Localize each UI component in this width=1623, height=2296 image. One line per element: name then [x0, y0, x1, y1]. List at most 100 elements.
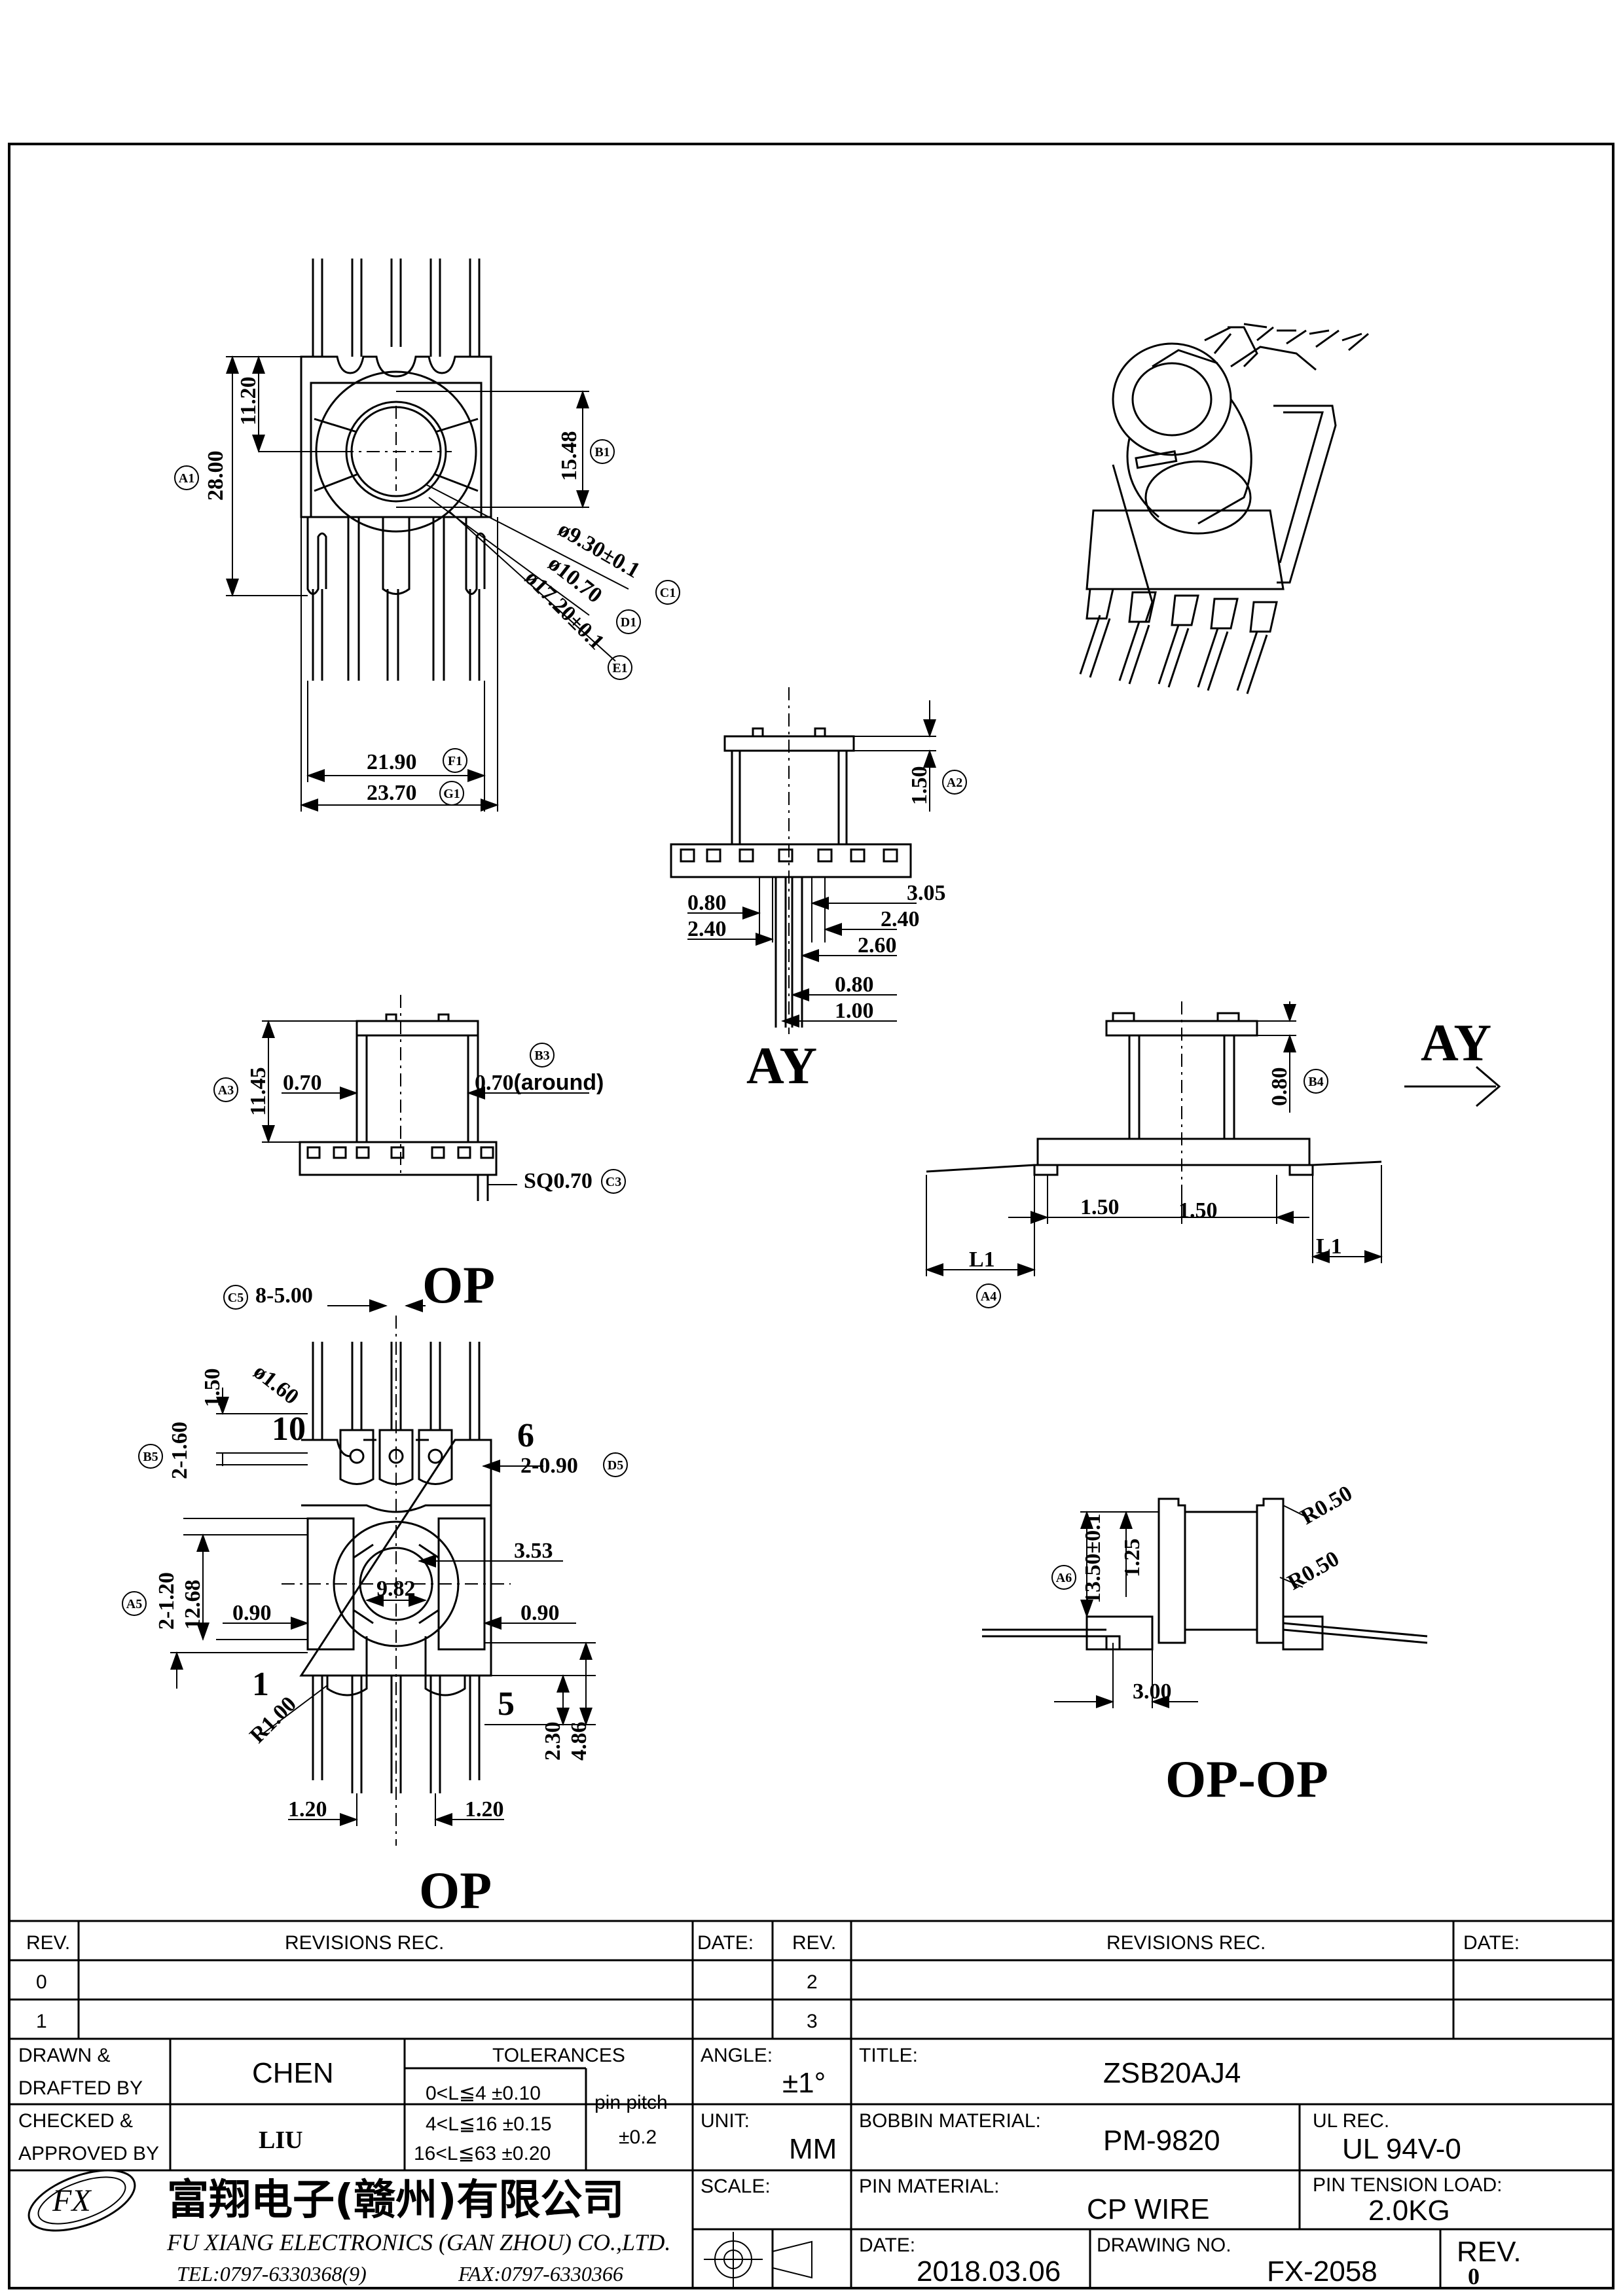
title-label: TITLE: [859, 2045, 918, 2066]
side-view-a3 [262, 995, 589, 1201]
fx-logo-icon [27, 2169, 136, 2232]
dim-g1: 23.70 [367, 781, 417, 805]
rev-2: 2 [807, 1971, 818, 1993]
angle-label: ANGLE: [701, 2045, 773, 2066]
dim-240l: 2.40 [687, 917, 727, 941]
pin-tension-value: 2.0KG [1368, 2195, 1450, 2227]
pin-1-label: 1 [252, 1666, 269, 1703]
rev-header-2: REV. [792, 1932, 836, 1954]
ul-rec-value: UL 94V-0 [1342, 2133, 1461, 2165]
dim-l1a: L1 [969, 1247, 995, 1272]
svg-text:C3: C3 [606, 1175, 621, 1189]
tolerance-row-1: 0<L≦4 ±0.10 [426, 2083, 541, 2104]
dim-a3: 11.45 [246, 1067, 270, 1116]
dim-090r: 0.90 [520, 1601, 560, 1625]
dim-a2: 1.50 [907, 766, 932, 806]
unit-value: MM [789, 2133, 837, 2165]
dim-090l: 0.90 [232, 1601, 272, 1625]
svg-text:D1: D1 [621, 615, 636, 630]
pin-material-value: CP WIRE [1087, 2193, 1209, 2225]
dim-100: 1.00 [835, 999, 874, 1023]
dim-300: 3.00 [1133, 1679, 1172, 1704]
callout-a2: A2 [942, 770, 967, 795]
revisions-header-2: REVISIONS REC. [1106, 1932, 1266, 1954]
dim-150v: 1.50 [200, 1369, 225, 1408]
view-label-ay-arrow: AY [1421, 1014, 1491, 1072]
company-tel: TEL:0797-6330368(9) [177, 2262, 367, 2286]
dim-982: 9.82 [376, 1577, 416, 1601]
title-block [9, 1920, 1613, 2288]
svg-text:C1: C1 [660, 586, 676, 600]
rev-label: REV. [1457, 2236, 1522, 2268]
tolerances-header: TOLERANCES [492, 2045, 625, 2066]
svg-text:B5: B5 [143, 1450, 158, 1464]
svg-text:F1: F1 [448, 754, 462, 768]
top-view [226, 259, 629, 812]
svg-text:C5: C5 [228, 1291, 244, 1305]
svg-text:G1: G1 [443, 787, 460, 801]
view-label-op-bottom: OP [419, 1862, 492, 1920]
dim-160: ø1.60 [249, 1359, 303, 1409]
dim-a5: 2-1.20 [155, 1572, 179, 1630]
date-label: DATE: [859, 2234, 915, 2256]
scale-label: SCALE: [701, 2176, 771, 2197]
svg-text:A3: A3 [218, 1083, 234, 1098]
pin-material-label: PIN MATERIAL: [859, 2176, 999, 2197]
angle-value: ±1° [782, 2067, 826, 2099]
svg-text:B3: B3 [534, 1049, 549, 1063]
callout-f1: F1 [443, 748, 467, 773]
unit-label: UNIT: [701, 2110, 750, 2132]
callout-a4: A4 [976, 1283, 1001, 1308]
dim-b4: 0.80 [1267, 1067, 1292, 1107]
company-name-cn: 富翔电子(赣州)有限公司 [167, 2176, 625, 2225]
dim-150a: 1.50 [1080, 1195, 1120, 1219]
callout-b1: B1 [590, 439, 615, 464]
pin-10-label: 10 [272, 1410, 306, 1448]
pin-tension-label: PIN TENSION LOAD: [1313, 2174, 1503, 2196]
dim-c5: 8-5.00 [255, 1283, 313, 1308]
tolerance-row-3: 16<L≦63 ±0.20 [414, 2143, 551, 2164]
view-label-ay: AY [746, 1037, 817, 1095]
callout-a6: A6 [1051, 1565, 1076, 1590]
dim-150b: 1.50 [1178, 1198, 1218, 1223]
rev-header: REV. [26, 1932, 70, 1954]
dim-353: 3.53 [514, 1539, 553, 1563]
dim-080a: 0.80 [835, 973, 874, 997]
dim-120r: 1.20 [465, 1797, 504, 1821]
callout-d5: D5 [603, 1452, 628, 1477]
logo-text: FX [52, 2183, 92, 2218]
callout-b4: B4 [1304, 1069, 1328, 1094]
svg-text:E1: E1 [612, 661, 627, 675]
rev-3: 3 [807, 2011, 818, 2032]
pin-6-label: 6 [517, 1417, 534, 1454]
tolerance-row-2: 4<L≦16 ±0.15 [426, 2113, 552, 2135]
svg-text:A2: A2 [947, 776, 962, 790]
dim-b3: 0.70(around) [475, 1070, 604, 1095]
callout-a3: A3 [213, 1077, 238, 1102]
dim-080l: 0.80 [687, 891, 727, 915]
pin-pitch-label: pin pitch [594, 2092, 668, 2113]
dim-c3: SQ0.70 [524, 1169, 593, 1193]
bobbin-material-value: PM-9820 [1103, 2125, 1220, 2157]
dim-1120: 11.20 [236, 376, 261, 425]
drawing-no-label: DRAWING NO. [1097, 2234, 1231, 2256]
drawing-no-value: FX-2058 [1267, 2255, 1377, 2287]
svg-text:B1: B1 [594, 445, 610, 459]
dim-260: 2.60 [858, 933, 897, 958]
title-value: ZSB20AJ4 [1103, 2057, 1241, 2089]
dim-b1: 15.48 [557, 431, 581, 482]
date-header: DATE: [697, 1932, 754, 1954]
callout-e1: E1 [608, 655, 632, 680]
drawn-label-2: DRAFTED BY [18, 2077, 143, 2099]
callout-b5: B5 [138, 1444, 163, 1469]
callout-c3: C3 [601, 1169, 626, 1194]
dim-125: 1.25 [1120, 1539, 1144, 1578]
dim-305: 3.05 [907, 881, 946, 905]
dim-l1b: L1 [1316, 1234, 1342, 1259]
dim-120l: 1.20 [288, 1797, 327, 1821]
rev-0: 0 [36, 1971, 47, 1993]
pin-pitch-value: ±0.2 [619, 2126, 657, 2148]
callout-g1: G1 [439, 781, 464, 806]
drawn-label-1: DRAWN & [18, 2045, 111, 2066]
